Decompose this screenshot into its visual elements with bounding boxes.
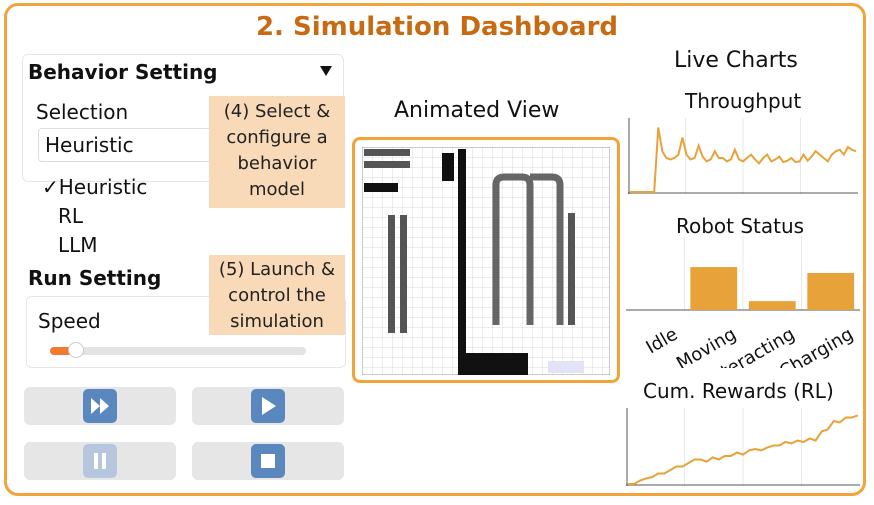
stop-icon — [251, 444, 285, 478]
run-note: (5) Launch & control the simulation — [209, 255, 345, 335]
charging-zone — [548, 361, 584, 373]
bar-charging — [807, 273, 855, 310]
robot-status-title: Robot Status — [676, 214, 805, 238]
bar-interacting — [748, 301, 796, 310]
selection-dropdown[interactable]: Heuristic — [38, 128, 216, 162]
dashboard-frame — [4, 3, 866, 496]
dashboard-title: 2. Simulation Dashboard — [255, 12, 619, 42]
conveyor-top-2 — [364, 161, 410, 168]
fast-forward-button[interactable] — [24, 387, 176, 425]
triangle-down-icon[interactable] — [320, 66, 332, 76]
throughput-chart — [628, 118, 858, 194]
track-outer — [530, 173, 564, 325]
pause-button[interactable] — [24, 442, 176, 480]
option-rl[interactable]: RL — [58, 204, 84, 228]
fast-forward-icon — [83, 389, 117, 423]
stop-button[interactable] — [192, 442, 344, 480]
speed-slider[interactable] — [50, 342, 306, 358]
wall-left — [364, 183, 398, 192]
behavior-note: (4) Select & configure a behavior model — [209, 96, 345, 208]
option-llm[interactable]: LLM — [58, 233, 98, 257]
speed-slider-thumb[interactable] — [68, 342, 85, 358]
rewards-chart — [626, 408, 860, 486]
shelf-rack — [568, 213, 575, 325]
behavior-header[interactable]: Behavior Setting — [28, 60, 218, 84]
animated-view-title: Animated View — [394, 98, 560, 123]
rewards-title: Cum. Rewards (RL) — [643, 379, 834, 403]
category-label: Idle — [642, 324, 681, 359]
play-button[interactable] — [192, 387, 344, 425]
conveyor-top — [364, 149, 410, 156]
option-label: Heuristic — [58, 175, 148, 199]
check-icon: ✓ — [42, 175, 59, 199]
series-line — [630, 127, 857, 193]
dock — [458, 353, 528, 375]
throughput-title: Throughput — [685, 89, 802, 113]
speed-label: Speed — [38, 309, 101, 333]
play-icon — [251, 389, 285, 423]
shelf-rack — [400, 215, 407, 333]
bar-moving — [690, 267, 738, 310]
wall-divider — [458, 149, 466, 375]
wall-block — [442, 153, 454, 181]
series-line — [628, 414, 859, 485]
pause-icon — [83, 444, 117, 478]
run-header: Run Setting — [28, 266, 162, 290]
track-inner — [492, 173, 534, 325]
animated-view — [352, 137, 620, 383]
live-charts-header: Live Charts — [674, 48, 798, 73]
selection-value: Heuristic — [45, 133, 134, 157]
option-heuristic[interactable]: ✓Heuristic — [42, 175, 147, 199]
speed-slider-fill — [50, 347, 75, 355]
selection-label: Selection — [36, 100, 129, 124]
shelf-rack — [388, 215, 395, 333]
warehouse-grid — [362, 147, 610, 375]
